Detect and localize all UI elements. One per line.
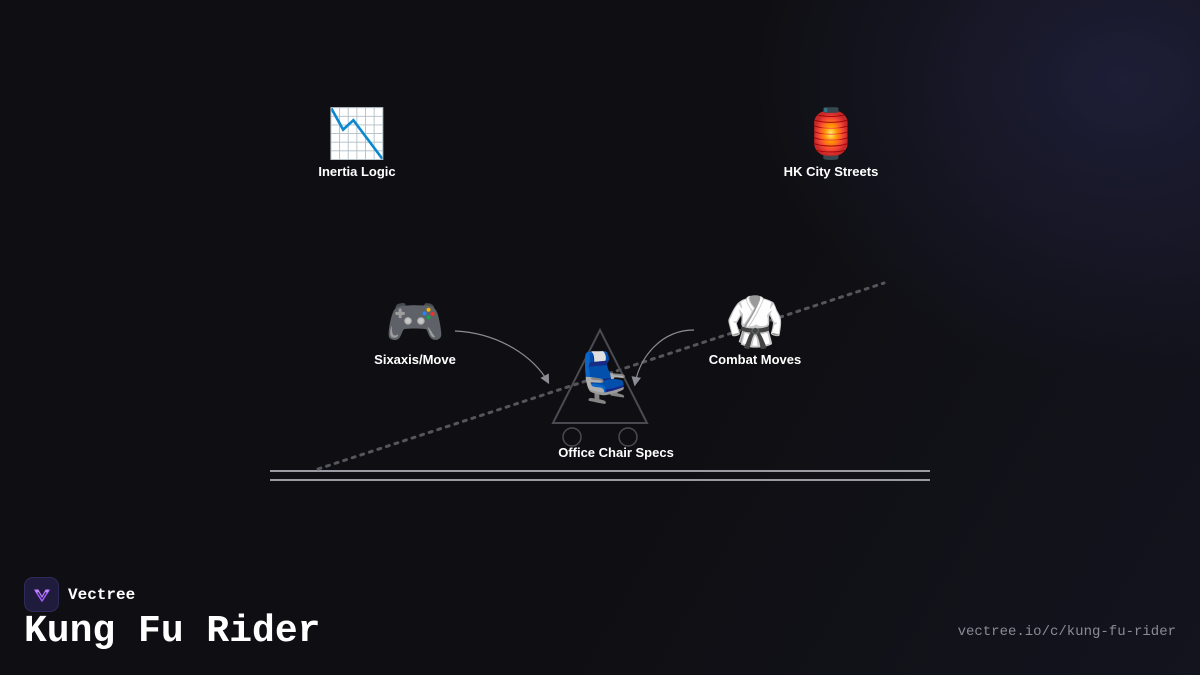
node-label: Combat Moves xyxy=(708,352,802,367)
node-hk-city-streets[interactable]: 🏮 HK City Streets xyxy=(784,106,879,179)
node-label: HK City Streets xyxy=(783,164,879,179)
page-title: Kung Fu Rider xyxy=(24,610,321,653)
node-sixaxis-move[interactable]: 🎮 Sixaxis/Move xyxy=(374,294,456,367)
node-office-chair[interactable]: 💺 xyxy=(575,350,635,406)
brand[interactable]: Vectree xyxy=(24,577,135,612)
page-url-link[interactable]: vectree.io/c/kung-fu-rider xyxy=(957,624,1176,640)
connector-sixaxis-chair xyxy=(454,330,550,385)
brand-name: Vectree xyxy=(68,585,136,604)
node-combat-moves[interactable]: 🥋 Combat Moves xyxy=(709,294,801,367)
dotted-ramp xyxy=(316,281,886,471)
node-office-chair-label-wrap: Office Chair Specs xyxy=(558,443,674,460)
vectree-logo-icon xyxy=(24,577,59,612)
node-label: Office Chair Specs xyxy=(558,445,674,460)
chair-wheel-left xyxy=(562,427,582,447)
node-inertia-logic[interactable]: 📉 Inertia Logic xyxy=(318,106,395,179)
martial-arts-uniform-icon: 🥋 xyxy=(725,294,785,350)
game-controller-icon: 🎮 xyxy=(385,294,445,350)
node-label: Sixaxis/Move xyxy=(374,352,456,367)
connector-combat-chair xyxy=(631,329,695,387)
chart-decreasing-icon: 📉 xyxy=(327,106,387,162)
node-label: Inertia Logic xyxy=(318,164,396,179)
chair-wheel-right xyxy=(618,427,638,447)
chair-triangle-outline xyxy=(551,327,649,424)
seat-icon: 💺 xyxy=(575,350,635,406)
lantern-icon: 🏮 xyxy=(801,106,861,162)
